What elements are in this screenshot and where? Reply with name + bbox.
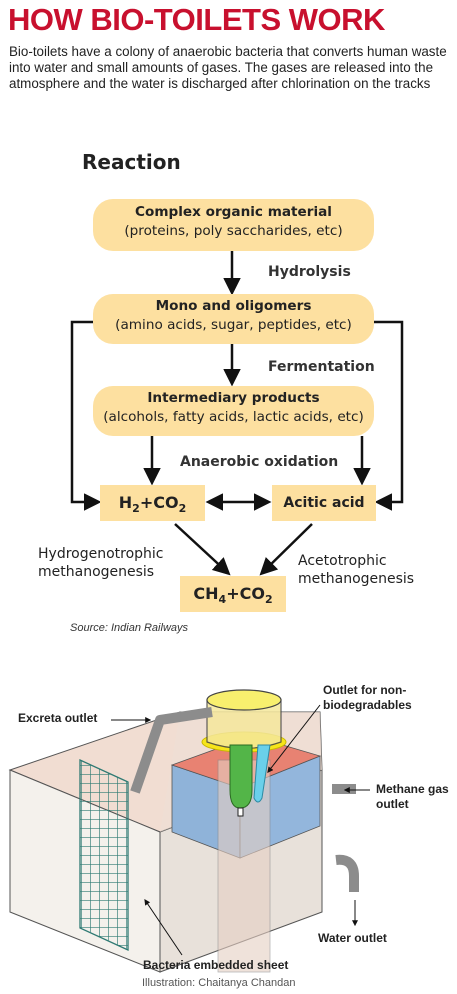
reaction-heading: Reaction	[82, 150, 181, 174]
illustration-credit: Illustration: Chaitanya Chandan	[142, 977, 296, 989]
callout-arrow-bacteria	[144, 899, 183, 956]
valve	[237, 807, 244, 817]
callout-arrow-nonbio	[267, 704, 321, 773]
methane-pipe	[332, 784, 356, 794]
node-complex-organic: Complex organic material (proteins, poly…	[93, 199, 374, 251]
funnel-rim	[206, 689, 282, 711]
label-excreta-outlet: Excreta outlet	[18, 711, 98, 725]
label-methane-outlet: Methane gas outlet	[376, 782, 449, 811]
green-chute	[229, 744, 253, 809]
arrow-right-loop	[372, 320, 404, 511]
arrow-hydrogenotrophic	[174, 523, 231, 576]
label-bacteria-sheet: Bacteria embedded sheet	[143, 958, 289, 972]
node-h2-co2: H2+CO2	[100, 485, 205, 521]
node-intermediary-detail: (alcohols, fatty acids, lactic acids, et…	[103, 409, 364, 425]
label-anaerobic: Anaerobic oxidation	[180, 454, 339, 470]
node-intermediary-title: Intermediary products	[147, 390, 320, 406]
water-pipe	[335, 854, 359, 892]
cyan-chute	[253, 744, 271, 803]
node-mono-oligomers: Mono and oligomers (amino acids, sugar, …	[93, 294, 374, 344]
label-hydrolysis: Hydrolysis	[268, 264, 351, 280]
node-acitic-acid: Acitic acid	[272, 485, 376, 521]
label-hydrogenotrophic: Hydrogenotrophic methanogenesis	[38, 546, 164, 580]
label-fermentation: Fermentation	[268, 359, 375, 375]
node-complex-title: Complex organic material	[135, 204, 332, 220]
excreta-pipe	[130, 707, 213, 794]
page-title: HOW BIO-TOILETS WORK	[8, 2, 385, 37]
bacteria-sheet	[79, 758, 129, 952]
node-complex-detail: (proteins, poly saccharides, etc)	[124, 223, 343, 239]
arrow-left-loop	[70, 320, 102, 511]
label-acetotrophic: Acetotrophic methanogenesis	[298, 553, 415, 587]
node-mono-title: Mono and oligomers	[155, 298, 312, 314]
label-outlet-nonbio: Outlet for non- biodegradables	[323, 683, 412, 712]
arrow-acetotrophic	[259, 523, 313, 576]
label-water-outlet: Water outlet	[318, 931, 387, 945]
node-ch4-co2: CH4+CO2	[180, 576, 286, 612]
intro-text: Bio-toilets have a colony of anaerobic b…	[9, 44, 447, 91]
node-intermediary: Intermediary products (alcohols, fatty a…	[93, 386, 374, 436]
source-note: Source: Indian Railways	[70, 622, 189, 634]
node-mono-detail: (amino acids, sugar, peptides, etc)	[115, 317, 352, 333]
